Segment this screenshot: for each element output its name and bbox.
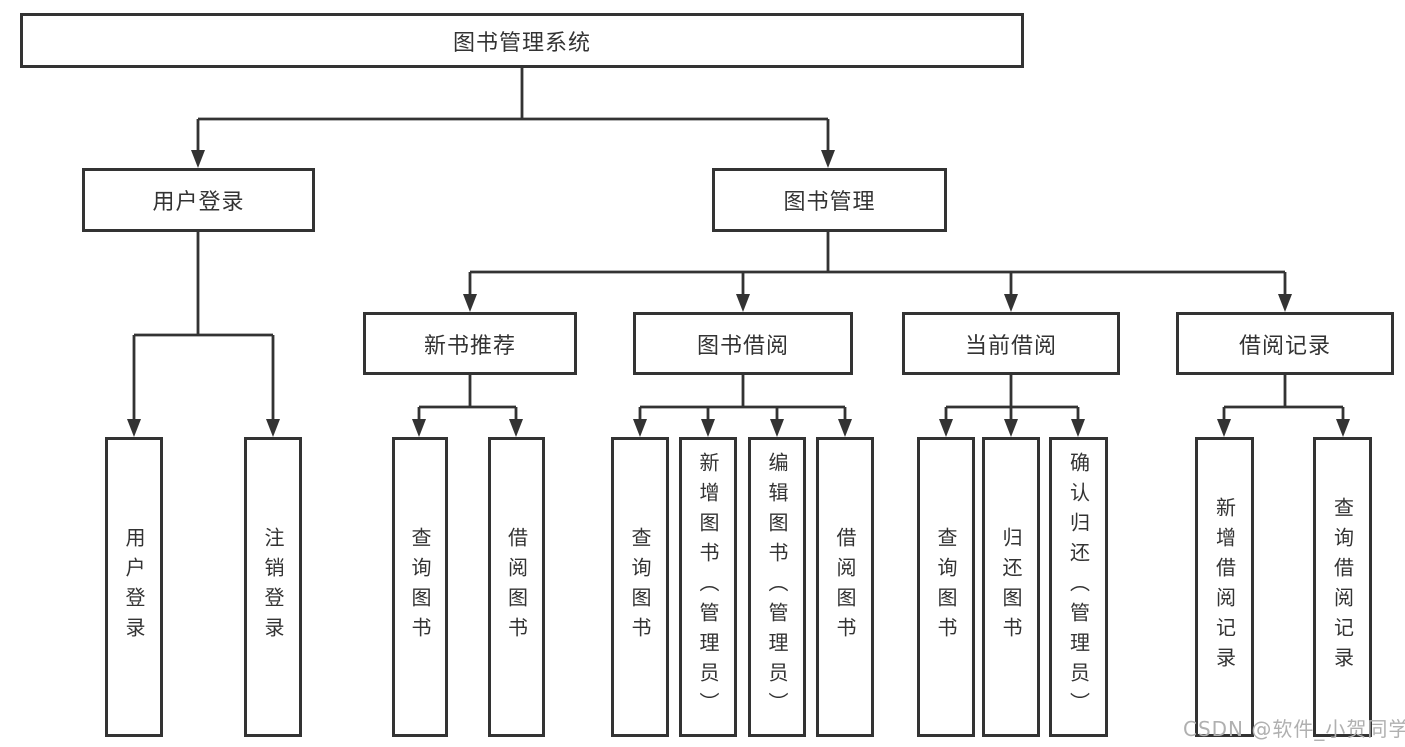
node-new-books: 新书推荐 (363, 312, 577, 375)
leaf-logout-label: 注销登录 (261, 527, 285, 647)
leaf-logout: 注销登录 (244, 437, 302, 737)
leaf-newbooks-borrow-label: 借阅图书 (504, 527, 529, 647)
node-book-borrow: 图书借阅 (633, 312, 853, 375)
leaf-current-confirm-label: 确认归还（管理员） (1066, 452, 1091, 722)
connector-root-to-level2 (191, 68, 835, 168)
node-root-label: 图书管理系统 (452, 30, 591, 56)
leaf-newbooks-query: 查询图书 (392, 437, 448, 737)
node-root: 图书管理系统 (20, 13, 1024, 68)
node-current-borrow-label: 当前借阅 (964, 333, 1057, 359)
leaf-current-query-label: 查询图书 (934, 527, 958, 647)
leaf-newbooks-query-label: 查询图书 (408, 527, 432, 647)
connector-current-borrow-to-leaves (939, 375, 1085, 437)
connector-book-mgmt-to-level3 (463, 232, 1292, 312)
connector-user-login-to-leaves (127, 232, 280, 437)
leaf-borrow-add: 新增图书（管理员） (679, 437, 737, 737)
leaf-borrow-edit: 编辑图书（管理员） (748, 437, 806, 737)
leaf-newbooks-borrow: 借阅图书 (488, 437, 545, 737)
leaf-borrow-query-label: 查询图书 (628, 527, 652, 647)
node-book-mgmt-label: 图书管理 (783, 190, 876, 215)
connector-new-books-to-leaves (412, 375, 523, 437)
node-book-mgmt: 图书管理 (712, 168, 947, 232)
leaf-current-return: 归还图书 (982, 437, 1040, 737)
leaf-borrow-borrow-label: 借阅图书 (833, 527, 857, 647)
leaf-current-return-label: 归还图书 (999, 527, 1023, 647)
leaf-records-add: 新增借阅记录 (1195, 437, 1254, 737)
leaf-borrow-query: 查询图书 (611, 437, 669, 737)
node-borrow-records-label: 借阅记录 (1238, 333, 1331, 359)
leaf-borrow-edit-label: 编辑图书（管理员） (765, 452, 789, 722)
leaf-current-query: 查询图书 (917, 437, 975, 737)
leaf-borrow-add-label: 新增图书（管理员） (696, 452, 720, 722)
node-book-borrow-label: 图书借阅 (696, 333, 789, 359)
connector-book-borrow-to-leaves (633, 375, 852, 437)
leaf-user-login-label: 用户登录 (122, 527, 146, 647)
node-new-books-label: 新书推荐 (423, 333, 516, 359)
leaf-user-login: 用户登录 (105, 437, 163, 737)
leaf-current-confirm: 确认归还（管理员） (1049, 437, 1108, 737)
leaf-records-query: 查询借阅记录 (1313, 437, 1372, 737)
node-user-login-label: 用户登录 (152, 190, 245, 215)
leaf-records-query-label: 查询借阅记录 (1330, 497, 1355, 677)
connector-borrow-records-to-leaves (1217, 375, 1350, 437)
leaf-borrow-borrow: 借阅图书 (816, 437, 874, 737)
leaf-records-add-label: 新增借阅记录 (1212, 497, 1237, 677)
node-current-borrow: 当前借阅 (902, 312, 1120, 375)
node-borrow-records: 借阅记录 (1176, 312, 1394, 375)
node-user-login: 用户登录 (82, 168, 315, 232)
csdn-watermark: CSDN @软件_小贺同学 (1183, 717, 1405, 741)
